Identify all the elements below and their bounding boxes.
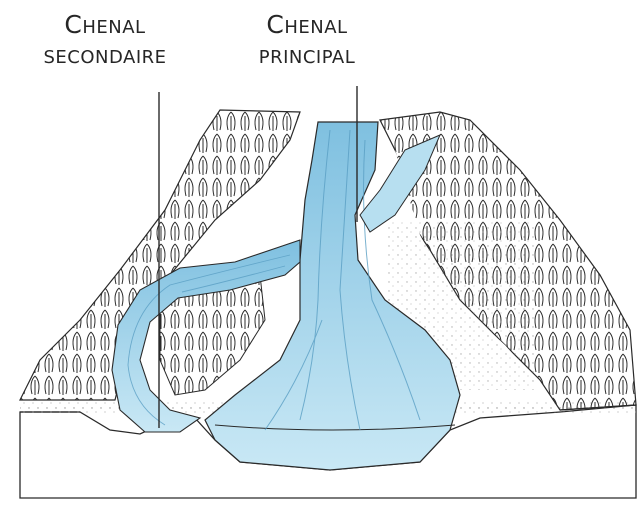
secondary-channel-label-line2: secondaire (15, 40, 195, 70)
secondary-channel-label-line1: Chenal (15, 10, 195, 40)
main-channel-label-line1: Chenal (222, 10, 392, 40)
secondary-channel-label: Chenal secondaire (15, 10, 195, 70)
main-channel-label-line2: principal (222, 40, 392, 70)
main-channel-label: Chenal principal (222, 10, 392, 70)
